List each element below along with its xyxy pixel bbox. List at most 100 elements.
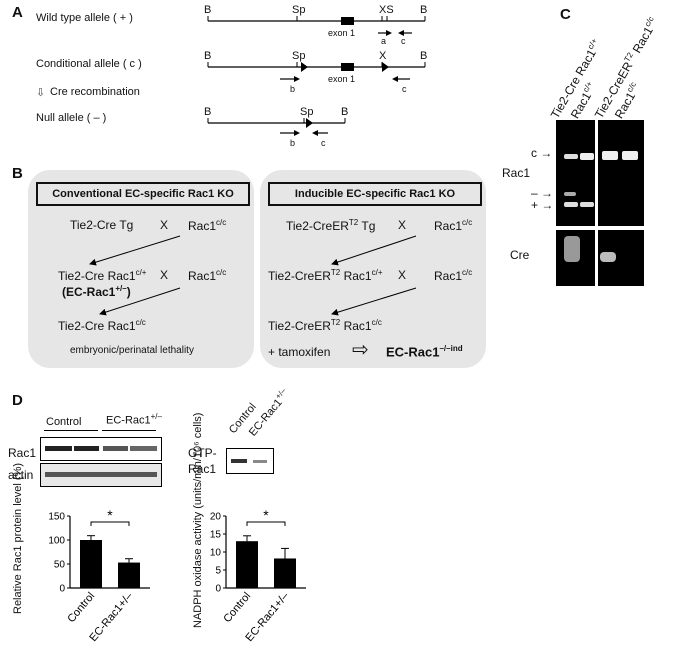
x-tick-label: Control — [65, 590, 97, 625]
wild-type-map — [207, 16, 426, 25]
band-c — [602, 151, 618, 160]
bar-1 — [118, 562, 140, 588]
cross-x: X — [160, 268, 169, 282]
exon-label: exon 1 — [328, 74, 356, 84]
y-tick-label: 0 — [59, 584, 65, 595]
tamoxifen-label: + tamoxifen — [268, 345, 331, 359]
panel-label-d: D — [12, 392, 23, 409]
site-b: B — [341, 106, 349, 118]
panel-label-c: C — [560, 6, 571, 23]
band-c — [564, 154, 578, 159]
ec-rac1-ind-label: EC-Rac1–/–ind — [386, 344, 463, 360]
panel-label-b: B — [12, 165, 23, 182]
cross-parent-1: Tie2-Cre Tg — [70, 218, 134, 232]
cross-x: X — [398, 218, 407, 232]
rac1-blot — [40, 437, 162, 461]
primer-c-label: c — [401, 36, 406, 46]
cross-parent-1: Tie2-CreERT2 Tg — [286, 218, 376, 233]
lethality-note: embryonic/perinatal lethality — [70, 345, 194, 356]
wild-type-label: Wild type allele ( + ) — [36, 12, 133, 24]
allele-map — [207, 16, 426, 136]
y-tick-label: 15 — [210, 530, 222, 541]
site-sp: Sp — [292, 4, 306, 16]
offspring-het: Tie2-CreERT2 Rac1c/+ — [268, 268, 383, 283]
hollow-arrow-icon: ⇨ — [352, 339, 369, 361]
primer-b-label: b — [290, 84, 296, 94]
conventional-ko-title: Conventional EC-specific Rac1 KO — [36, 182, 250, 206]
blot-actin-label: actin — [8, 468, 34, 482]
band-c — [580, 153, 594, 160]
y-tick-label: 100 — [48, 536, 65, 547]
site-b: B — [204, 106, 212, 118]
band-minus-label: – → — [531, 186, 554, 200]
actin-blot — [40, 463, 162, 487]
y-tick-label: 50 — [54, 560, 66, 571]
primer-c-label: c — [402, 84, 407, 94]
bar-0 — [80, 540, 102, 588]
cre-gel — [556, 230, 644, 286]
exon-label: exon 1 — [328, 28, 356, 38]
cross-x: X — [160, 218, 169, 232]
loxp-icon — [306, 118, 313, 128]
site-sp: Sp — [300, 106, 314, 118]
site-b: B — [420, 4, 428, 16]
cross-parent-2: Rac1c/c — [434, 218, 473, 233]
offspring-homo: Tie2-CreERT2 Rac1c/c — [268, 318, 382, 333]
site-x: X — [379, 50, 387, 62]
inducible-ko-title: Inducible EC-specific Rac1 KO — [268, 182, 482, 206]
y-tick-label: 0 — [215, 584, 221, 595]
exon-box — [341, 17, 354, 25]
bar-1 — [274, 558, 296, 588]
offspring-homo: Tie2-Cre Rac1c/c — [58, 318, 146, 333]
significance-star: * — [263, 507, 269, 523]
panel-label-a: A — [12, 4, 23, 21]
y-tick-label: 150 — [48, 512, 65, 523]
band-minus — [564, 192, 576, 196]
x-tick-label: Control — [221, 590, 253, 625]
site-b: B — [204, 4, 212, 16]
site-b: B — [420, 50, 428, 62]
conditional-map — [207, 62, 426, 82]
conditional-label: Conditional allele ( c ) — [36, 58, 142, 70]
band-plus — [580, 202, 594, 207]
cre-band — [564, 236, 580, 262]
control-header: Control — [46, 416, 82, 428]
significance-bracket — [246, 521, 286, 526]
cross-arrows — [89, 235, 417, 316]
significance-bracket — [90, 521, 130, 526]
chart1-ylabel: Relative Rac1 protein level (%) — [12, 462, 24, 614]
y-tick-label: 10 — [210, 548, 222, 559]
blot-rac1-label: Rac1 — [8, 446, 37, 460]
rac1-gel — [556, 120, 644, 226]
loxp-icon — [382, 62, 389, 72]
null-allele-label: Null allele ( – ) — [36, 112, 107, 124]
cross-parent-2: Rac1c/c — [434, 268, 473, 283]
band-plus — [564, 202, 578, 207]
cre-band — [600, 252, 616, 262]
cre-arrow-icon: ⇩ — [36, 87, 46, 99]
gtp-rac1-blot — [226, 448, 274, 474]
ec-rac1-het-label: (EC-Rac1+/–) — [62, 284, 131, 299]
site-xs: XS — [379, 4, 394, 16]
significance-star: * — [107, 507, 113, 523]
site-b: B — [204, 50, 212, 62]
primer-a-label: a — [381, 36, 387, 46]
gtp-rac1-label-a: GTP- — [188, 446, 217, 460]
y-tick-label: 20 — [210, 512, 222, 523]
band-c — [622, 151, 638, 160]
cre-recombination-label: Cre recombination — [50, 86, 140, 98]
cross-parent-2: Rac1c/c — [188, 218, 227, 233]
y-tick-label: 5 — [215, 566, 221, 577]
gel-rac1-label: Rac1 — [502, 166, 531, 180]
primer-c-label: c — [321, 138, 326, 148]
null-map — [207, 118, 346, 136]
band-plus-label: + → — [531, 198, 554, 212]
band-c-label: c → — [531, 146, 553, 160]
offspring-het: Tie2-Cre Rac1c/+ — [58, 268, 147, 283]
loxp-icon — [301, 62, 308, 72]
ec-het-header: EC-Rac1+/– — [106, 412, 162, 427]
bar-0 — [236, 541, 258, 588]
gtp-rac1-label-b: Rac1 — [188, 462, 217, 476]
